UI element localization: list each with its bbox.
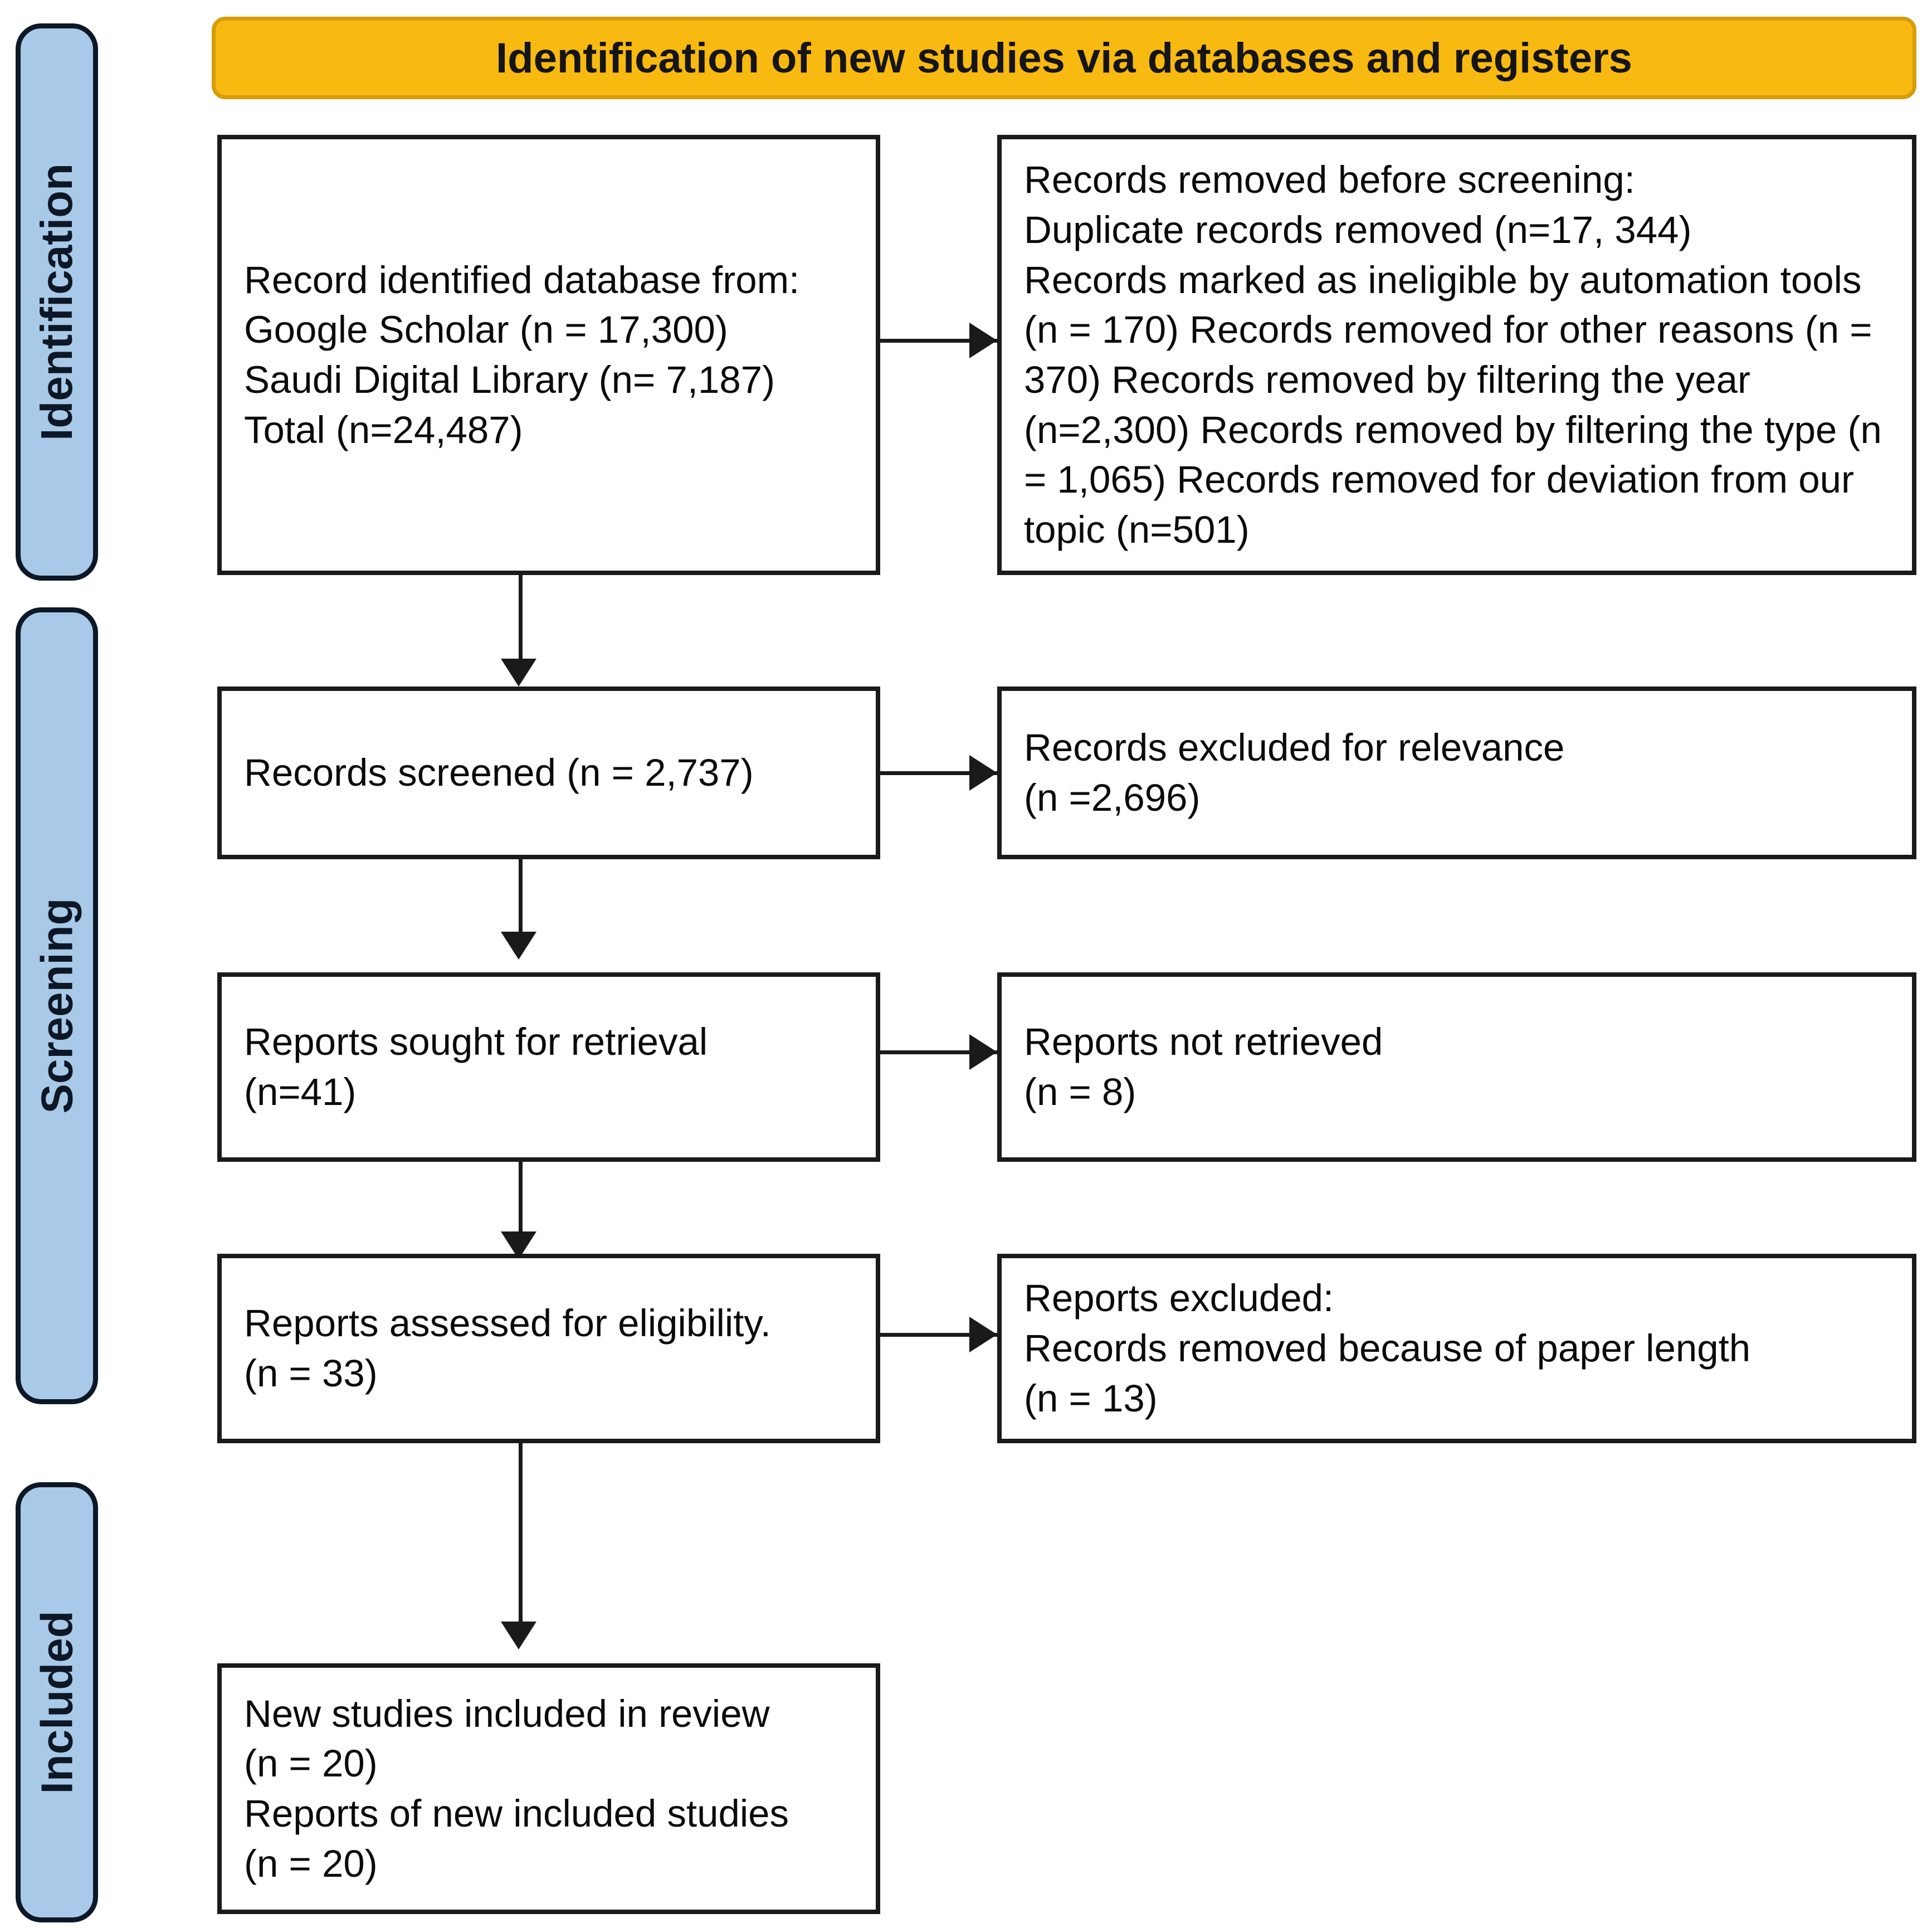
box-records-removed-before-screening: Records removed before screening: Duplic… — [997, 135, 1916, 575]
box-reports-sought: Reports sought for retrieval (n=41) — [217, 972, 880, 1162]
stage-label-identification: Identification — [32, 163, 81, 441]
arrowhead-screened-to-sought — [501, 932, 536, 960]
box-records-excluded-text: Records excluded for relevance (n =2,696… — [1024, 726, 1565, 819]
box-records-identified-text: Record identified database from: Google … — [244, 258, 800, 451]
arrowhead-assessed-to-included — [501, 1622, 536, 1649]
stage-pill-identification: Identification — [16, 23, 98, 581]
stage-pill-included: Included — [16, 1482, 98, 1922]
box-reports-excluded-text: Reports excluded: Records removed becaus… — [1024, 1277, 1751, 1420]
connector-assessed-to-excluded — [880, 1333, 1000, 1337]
connector-sought-to-assessed — [519, 1162, 523, 1245]
arrowhead-identified-to-removed — [969, 323, 997, 358]
box-records-screened: Records screened (n = 2,737) — [217, 687, 880, 859]
box-new-studies-included: New studies included in review (n = 20) … — [217, 1663, 880, 1914]
stage-label-included: Included — [32, 1610, 81, 1794]
connector-identified-to-screened — [519, 575, 523, 673]
connector-sought-to-not-retrieved — [880, 1050, 1000, 1054]
box-records-identified: Record identified database from: Google … — [217, 135, 880, 575]
diagram-banner: Identification of new studies via databa… — [212, 17, 1916, 99]
arrowhead-screened-to-excluded — [969, 755, 997, 791]
box-reports-not-retrieved: Reports not retrieved (n = 8) — [997, 972, 1916, 1162]
arrowhead-assessed-to-excluded — [969, 1317, 997, 1352]
box-reports-assessed-text: Reports assessed for eligibility. (n = 3… — [244, 1302, 771, 1395]
connector-screened-to-sought — [519, 859, 523, 946]
box-records-screened-text: Records screened (n = 2,737) — [244, 751, 754, 795]
box-reports-assessed: Reports assessed for eligibility. (n = 3… — [217, 1254, 880, 1443]
box-reports-excluded: Reports excluded: Records removed becaus… — [997, 1254, 1916, 1443]
connector-identified-to-removed — [880, 339, 1000, 343]
connector-assessed-to-included — [519, 1443, 523, 1635]
box-records-excluded: Records excluded for relevance (n =2,696… — [997, 687, 1916, 859]
arrowhead-sought-to-not-retrieved — [969, 1034, 997, 1070]
arrowhead-identified-to-screened — [501, 659, 536, 687]
stage-label-screening: Screening — [32, 898, 82, 1114]
box-new-studies-included-text: New studies included in review (n = 20) … — [244, 1692, 789, 1885]
banner-title: Identification of new studies via databa… — [496, 34, 1632, 82]
box-reports-not-retrieved-text: Reports not retrieved (n = 8) — [1024, 1020, 1383, 1113]
box-reports-sought-text: Reports sought for retrieval (n=41) — [244, 1020, 708, 1113]
stage-pill-screening: Screening — [16, 607, 98, 1404]
connector-screened-to-excluded — [880, 771, 1000, 775]
box-records-removed-before-screening-text: Records removed before screening: Duplic… — [1024, 158, 1882, 552]
